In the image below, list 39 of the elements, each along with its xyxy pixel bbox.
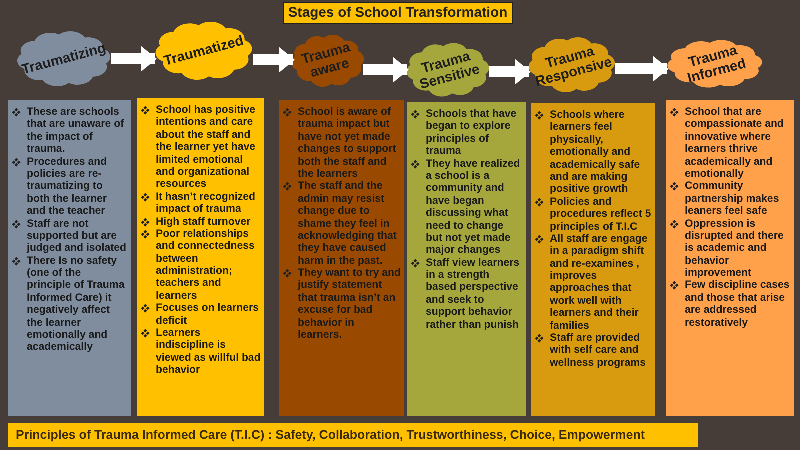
- bullet-text: These are schools that are unaware of the impact of trauma.: [27, 106, 126, 156]
- bullet-text: Staff are not supported but are judged and isolated: [27, 218, 128, 255]
- bullet-text: Learners indiscipline is viewed as willful bad behavior: [156, 327, 261, 377]
- bullet-text: Focuses on learners deficit: [156, 302, 260, 328]
- bullet-text: Few discipline cases and those that arise are addressed restoratively: [685, 279, 791, 330]
- principles-banner: Principles of Trauma Informed Care (T.I.C) : Safety, Collaboration, Trustworthiness, Choice, Empowerment: [8, 423, 698, 447]
- arrow: [253, 47, 295, 73]
- bullet-text: The staff and the admin may resist change due to shame they feel in acknowledging that they have caused harm in the past.: [298, 180, 398, 268]
- bullet-text: Schools where learners feel physically, emotionally and academically safe and are making positive growth: [550, 109, 642, 196]
- stage-column: [666, 100, 794, 416]
- arrow: [615, 56, 669, 82]
- arrow: [489, 59, 531, 85]
- bullet-text: It hasn’t recognized impact of trauma: [156, 190, 256, 216]
- arrow: [363, 57, 409, 83]
- bullet-text: Policies and procedures reflect 5 principles of T.I.C: [550, 196, 652, 233]
- bullet-text: School is aware of trauma impact but have not yet made changes to support both the staff and the learners: [298, 106, 398, 180]
- bullet-text: School that are compassionate and innovative where learners thrive academically and emotionally: [685, 106, 785, 180]
- bullet-text: Staff view learners in a strength based perspective and seek to support behavior rather than punish: [426, 256, 521, 332]
- arrow: [111, 46, 157, 72]
- stage-name: Trauma aware: [298, 38, 353, 83]
- bullet-text: Poor relationships and connectedness between administration; teachers and learners: [156, 228, 256, 302]
- stage-column: [137, 98, 264, 416]
- bullet-text: All staff are engage in a paradigm shift and re-examines , improves approaches that work well with learners and their families: [550, 232, 649, 332]
- stage-column: [8, 100, 131, 416]
- stage-name: Trauma Sensitive: [417, 46, 483, 94]
- bullet-text: High staff turnover: [156, 216, 251, 228]
- stage-column: [279, 100, 404, 416]
- bullet-text: There Is no safety (one of the principle of Trauma Informed Care) it negatively affect the learner emotionally and academically: [27, 254, 126, 354]
- bullet-text: They want to try and justify statement that trauma isn’t an excuse for bad behavior in learners.: [298, 267, 401, 342]
- stage-column: [531, 103, 655, 416]
- bullet-text: They have realized a school is a community and have began discussing what need to change but not yet made major changes: [426, 158, 522, 257]
- bullet-text: Oppression is disrupted and there is academic and behavior improvement: [685, 218, 785, 280]
- bullet-text: Procedures and policies are re-traumatizing to both the learner and the teacher: [27, 156, 108, 218]
- bullet-text: Schools that have began to explore principles of trauma: [426, 108, 518, 158]
- stage-column: [407, 102, 526, 416]
- title-banner: Stages of School Transformation: [283, 2, 513, 24]
- bullet-text: School has positive intentions and care about the staff and the learner yet have limited emotional and organizational resources: [156, 104, 257, 191]
- bullet-text: Community partnership makes leaners feel safe: [685, 180, 780, 218]
- bullet-text: Staff are provided with self care and wellness programs: [550, 332, 647, 370]
